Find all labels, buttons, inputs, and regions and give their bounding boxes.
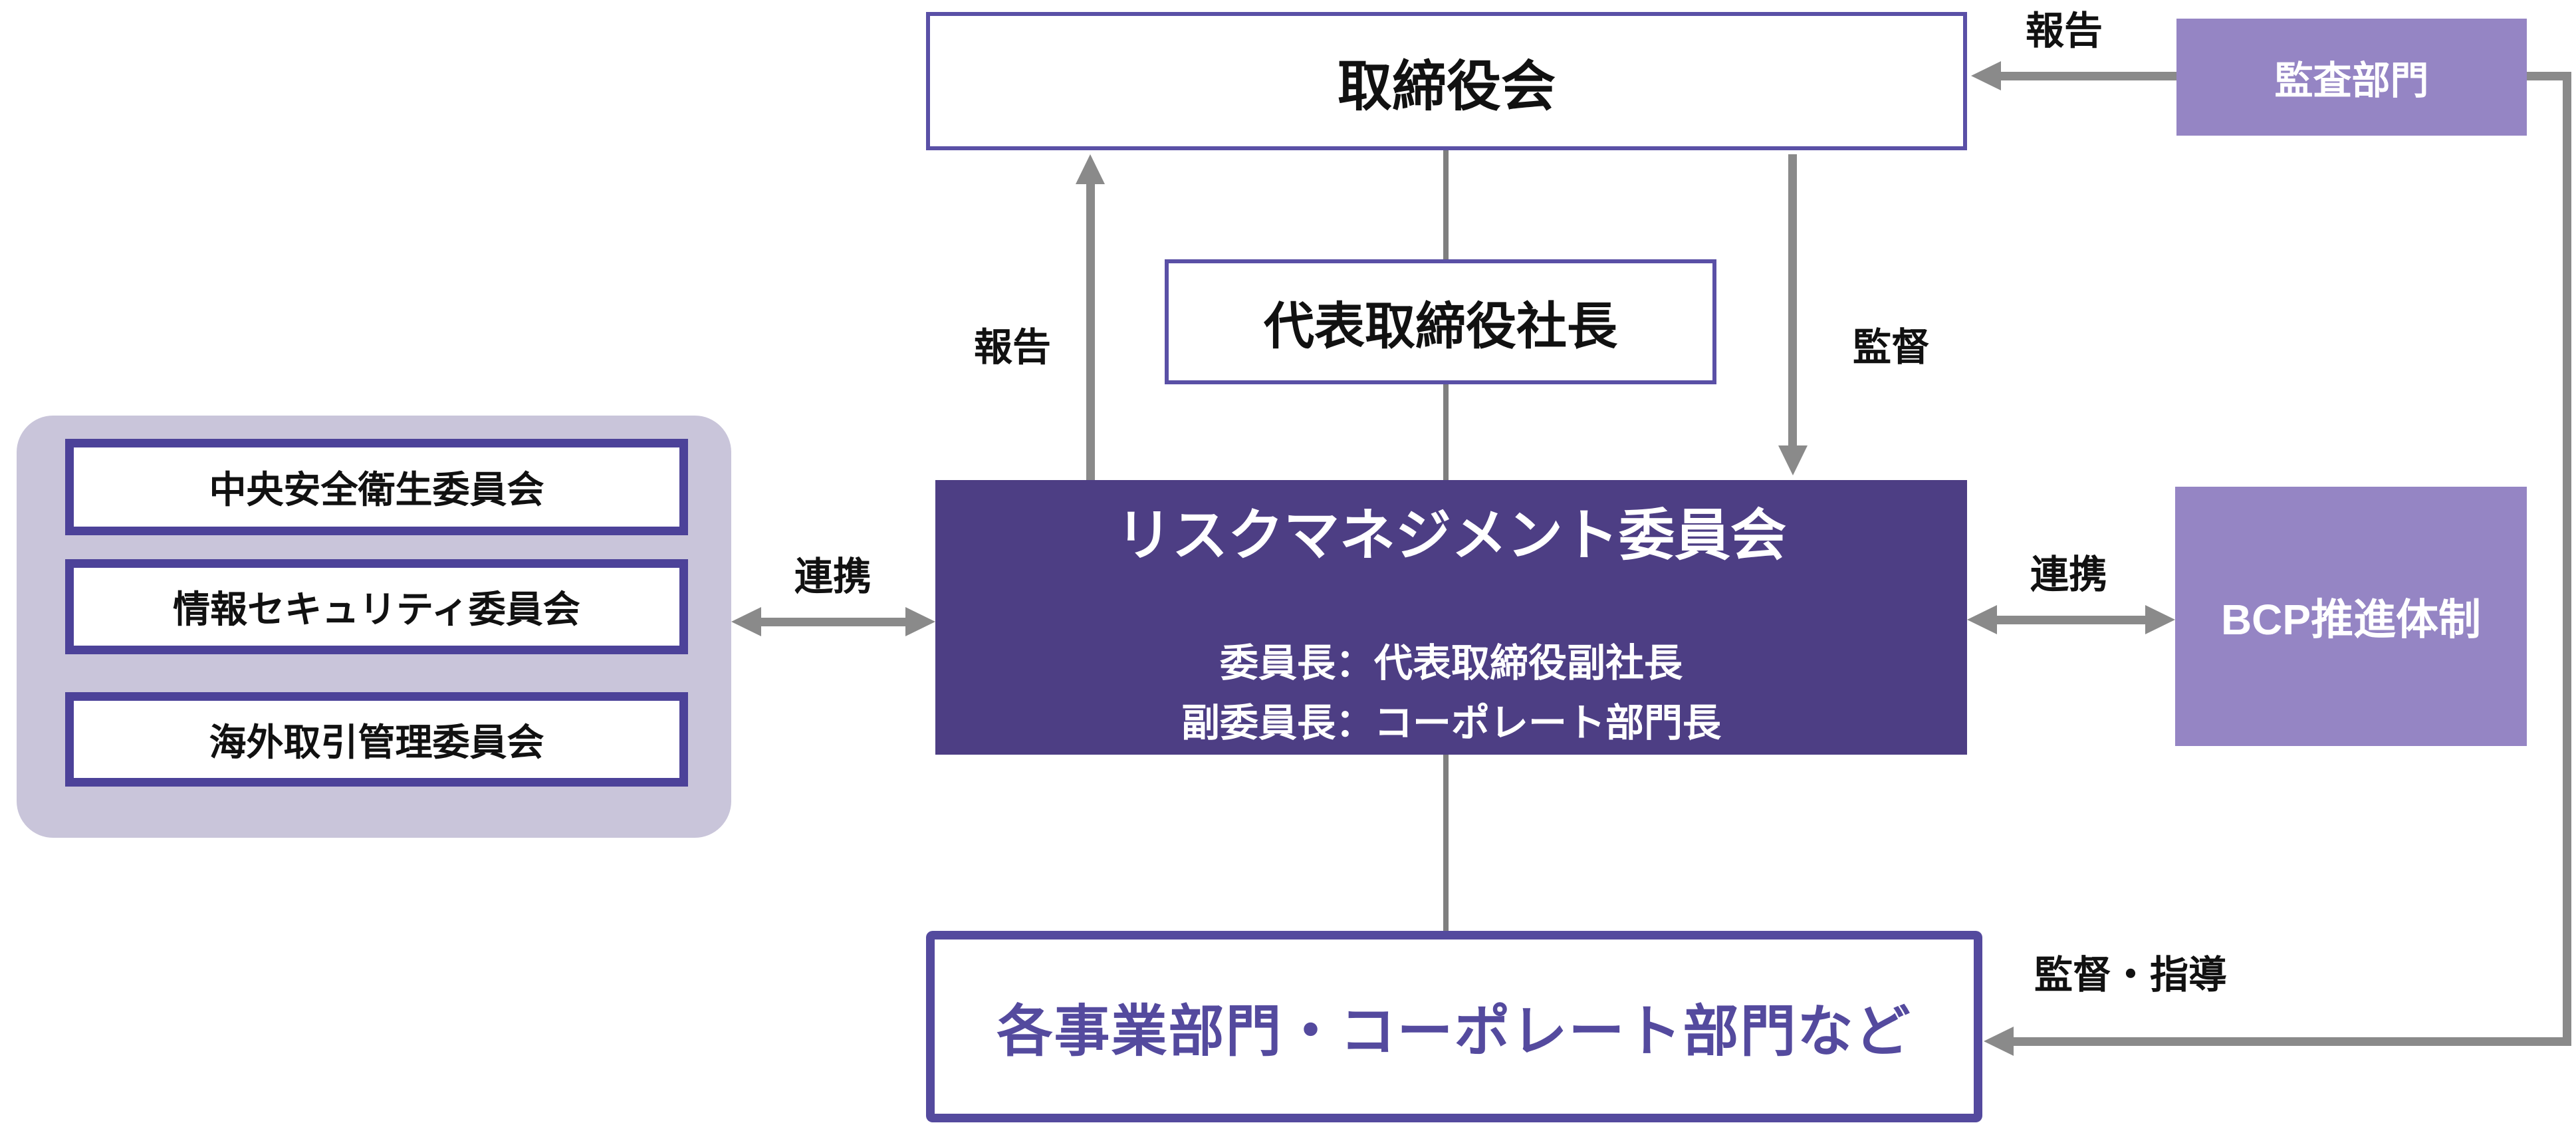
report-up-label: 報告 [973, 326, 1051, 369]
business-divisions-label: 各事業部門・コーポレート部門など [996, 999, 1912, 1063]
cooperation-right-label: 連携 [2030, 553, 2107, 596]
president-box: 代表取締役社長 [1165, 259, 1716, 384]
president-label: 代表取締役社長 [1264, 299, 1617, 355]
cooperation-right-arrow-shaft [1992, 616, 2150, 624]
committee-central-safety-box: 中央安全衛生委員会 [65, 439, 688, 535]
supervise-guide-label: 監督・指導 [2034, 953, 2227, 997]
risk-committee-chair: 委員長：代表取締役副社長 [1219, 642, 1683, 685]
risk-committee-vice-chair: 副委員長：コーポレート部門長 [1181, 701, 1721, 745]
audit-department-label: 監査部門 [2274, 59, 2429, 102]
committee-info-security-box: 情報セキュリティ委員会 [65, 559, 688, 654]
cooperation-right-arrowhead-left-icon [1967, 605, 1997, 634]
cooperation-left-arrowhead-left-icon [731, 607, 761, 636]
supervise-down-label: 監督 [1852, 326, 1930, 369]
supervise-down-arrow-shaft [1788, 154, 1797, 448]
cooperation-right-arrowhead-right-icon [2145, 605, 2175, 634]
audit-connector-vertical [2563, 72, 2571, 1046]
committee-overseas-trade-box: 海外取引管理委員会 [65, 692, 688, 787]
supervise-guide-arrowhead-icon [1984, 1027, 2014, 1056]
audit-department-box: 監査部門 [2176, 19, 2527, 136]
supervise-guide-arrow-shaft [2012, 1037, 2563, 1046]
audit-report-arrowhead-icon [1971, 61, 2001, 90]
sub-committees-group: 中央安全衛生委員会 情報セキュリティ委員会 海外取引管理委員会 [17, 416, 731, 838]
committee-overseas-trade-label: 海外取引管理委員会 [209, 721, 544, 763]
report-up-arrowhead-icon [1076, 154, 1105, 184]
bcp-promotion-box: BCP推進体制 [2175, 487, 2527, 746]
committee-central-safety-label: 中央安全衛生委員会 [209, 469, 544, 511]
risk-management-committee-box: リスクマネジメント委員会 委員長：代表取締役副社長 副委員長：コーポレート部門長 [935, 480, 1967, 755]
connector-risk-divisions-line [1443, 755, 1449, 931]
board-of-directors-label: 取締役会 [1337, 56, 1556, 117]
bcp-promotion-label: BCP推進体制 [2220, 596, 2482, 644]
audit-report-label: 報告 [2025, 9, 2103, 53]
supervise-down-arrowhead-icon [1778, 445, 1808, 475]
audit-report-arrow-shaft [2000, 72, 2176, 80]
cooperation-left-label: 連携 [794, 555, 872, 598]
cooperation-left-arrowhead-right-icon [905, 607, 935, 636]
business-divisions-box: 各事業部門・コーポレート部門など [926, 931, 1982, 1122]
committee-info-security-label: 情報セキュリティ委員会 [173, 588, 580, 630]
risk-committee-title: リスクマネジメント委員会 [1115, 504, 1786, 566]
report-up-arrow-shaft [1086, 181, 1095, 480]
board-of-directors-box: 取締役会 [926, 12, 1967, 150]
cooperation-left-arrow-shaft [757, 618, 911, 626]
audit-connector-horizontal [2527, 72, 2571, 80]
